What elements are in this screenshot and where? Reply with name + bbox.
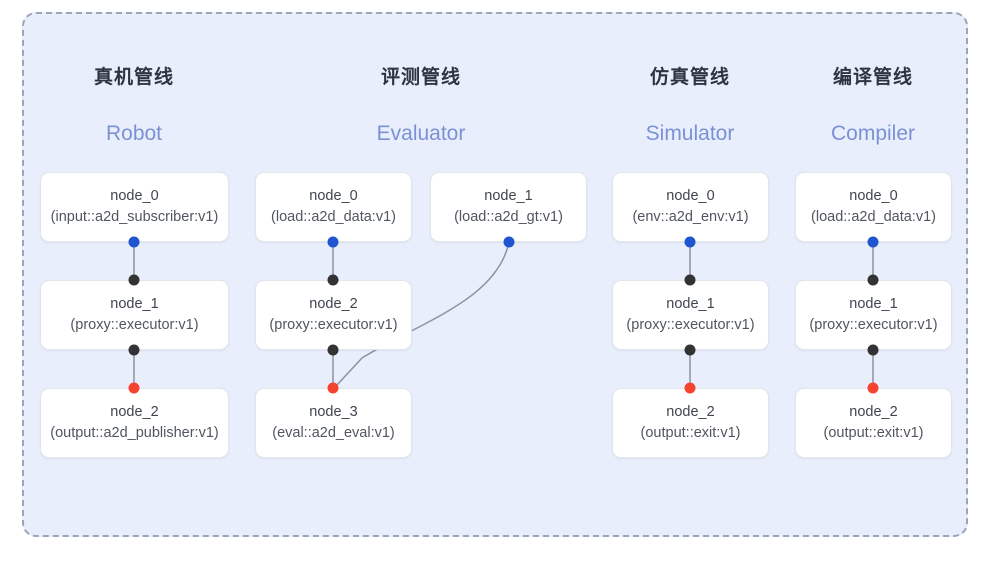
node-name: node_0 [849,188,898,205]
node-type: (output::exit:v1) [823,425,924,441]
node-type: (load::a2d_data:v1) [271,209,396,225]
connector-dot-comp-n0-out[interactable] [867,236,879,248]
node-box-simulator-node_2[interactable]: node_2(output::exit:v1) [612,388,769,458]
connector-dot-eval-n1-out[interactable] [503,236,515,248]
node-name: node_2 [110,404,159,421]
node-name: node_0 [110,188,159,205]
column-subtitle-wrap-robot: Robot [0,122,274,146]
column-header-compiler: 编译管线 [733,62,997,89]
node-name: node_2 [666,404,715,421]
connector-dot-eval-n3-in[interactable] [327,382,339,394]
column-subtitle-wrap-compiler: Compiler [733,122,997,146]
node-type: (output::a2d_publisher:v1) [50,425,219,441]
node-type: (proxy::executor:v1) [809,317,938,333]
node-box-robot-node_2[interactable]: node_2(output::a2d_publisher:v1) [40,388,229,458]
node-box-simulator-node_1[interactable]: node_1(proxy::executor:v1) [612,280,769,350]
connector-dot-robot-n0-out[interactable] [128,236,140,248]
node-box-evaluator-node_1[interactable]: node_1(load::a2d_gt:v1) [430,172,587,242]
node-box-robot-node_1[interactable]: node_1(proxy::executor:v1) [40,280,229,350]
node-name: node_0 [666,188,715,205]
column-subtitle-wrap-simulator: Simulator [550,122,830,146]
column-title-robot: 真机管线 [93,67,174,88]
connector-dot-comp-n1-in[interactable] [867,274,879,286]
node-type: (proxy::executor:v1) [70,317,199,333]
node-name: node_1 [849,296,898,313]
connector-dot-sim-n0-out[interactable] [684,236,696,248]
node-name: node_1 [666,296,715,313]
node-box-compiler-node_1[interactable]: node_1(proxy::executor:v1) [795,280,952,350]
node-type: (load::a2d_data:v1) [811,209,936,225]
column-title-compiler: 编译管线 [832,67,913,88]
node-box-simulator-node_0[interactable]: node_0(env::a2d_env:v1) [612,172,769,242]
connector-dot-eval-n0-out[interactable] [327,236,339,248]
column-title-evaluator: 评测管线 [380,67,461,88]
column-header-robot: 真机管线 [0,62,274,89]
node-type: (proxy::executor:v1) [626,317,755,333]
node-name: node_1 [484,188,533,205]
connector-dot-comp-n1-out[interactable] [867,344,879,356]
column-subtitle-compiler: Compiler [830,122,916,145]
column-header-evaluator: 评测管线 [281,62,561,89]
node-box-evaluator-node_2[interactable]: node_2(proxy::executor:v1) [255,280,412,350]
connector-dot-comp-n2-in[interactable] [867,382,879,394]
node-name: node_3 [309,404,358,421]
column-subtitle-evaluator: Evaluator [376,122,466,145]
node-box-evaluator-node_3[interactable]: node_3(eval::a2d_eval:v1) [255,388,412,458]
connector-dot-eval-n2-in[interactable] [327,274,339,286]
column-header-simulator: 仿真管线 [550,62,830,89]
node-name: node_2 [309,296,358,313]
connector-dot-robot-n2-in[interactable] [128,382,140,394]
node-type: (proxy::executor:v1) [269,317,398,333]
column-title-simulator: 仿真管线 [649,67,730,88]
node-type: (input::a2d_subscriber:v1) [50,209,219,225]
connector-dot-sim-n1-out[interactable] [684,344,696,356]
connector-dot-robot-n1-in[interactable] [128,274,140,286]
node-type: (eval::a2d_eval:v1) [272,425,395,441]
column-subtitle-simulator: Simulator [645,122,735,145]
node-type: (load::a2d_gt:v1) [454,209,563,225]
node-type: (output::exit:v1) [640,425,741,441]
connector-dot-eval-n2-out[interactable] [327,344,339,356]
node-box-robot-node_0[interactable]: node_0(input::a2d_subscriber:v1) [40,172,229,242]
node-box-compiler-node_2[interactable]: node_2(output::exit:v1) [795,388,952,458]
connector-dot-sim-n2-in[interactable] [684,382,696,394]
connector-dot-robot-n1-out[interactable] [128,344,140,356]
node-name: node_0 [309,188,358,205]
node-type: (env::a2d_env:v1) [632,209,749,225]
node-box-compiler-node_0[interactable]: node_0(load::a2d_data:v1) [795,172,952,242]
node-name: node_1 [110,296,159,313]
column-subtitle-wrap-evaluator: Evaluator [281,122,561,146]
node-name: node_2 [849,404,898,421]
connector-dot-sim-n1-in[interactable] [684,274,696,286]
column-subtitle-robot: Robot [105,122,163,145]
